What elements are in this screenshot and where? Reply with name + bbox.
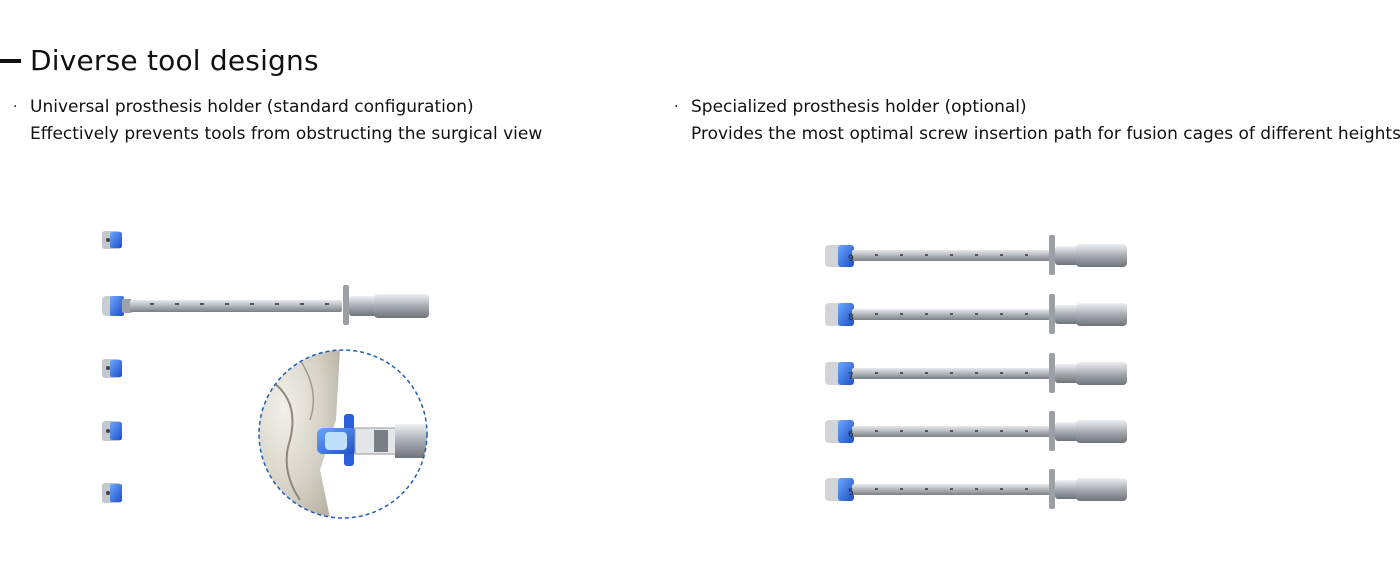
cage-tip-4 bbox=[102, 483, 122, 503]
specialized-holder-3 bbox=[825, 353, 1127, 393]
specialized-holder-1 bbox=[825, 235, 1127, 275]
specialized-holder-2 bbox=[825, 294, 1127, 334]
title-accent-bar bbox=[0, 59, 21, 63]
page-title: Diverse tool designs bbox=[30, 44, 319, 77]
size-label-9: 9 bbox=[848, 254, 854, 264]
size-label-6: 6 bbox=[848, 430, 854, 440]
specialized-holder-5 bbox=[825, 469, 1127, 509]
universal-holder-benefit: Effectively prevents tools from obstruct… bbox=[30, 124, 543, 144]
cage-tip-3 bbox=[102, 421, 122, 441]
size-label-7: 7 bbox=[848, 372, 854, 382]
specialized-holder-description: · Specialized prosthesis holder (optiona… bbox=[674, 94, 1400, 148]
cage-tip-2 bbox=[102, 359, 122, 378]
specialized-holder-4 bbox=[825, 411, 1127, 451]
universal-holder-description: · Universal prosthesis holder (standard … bbox=[13, 94, 543, 148]
bullet-dot: · bbox=[13, 99, 18, 115]
universal-holder-title: Universal prosthesis holder (standard co… bbox=[30, 97, 474, 117]
magnified-detail bbox=[258, 349, 428, 519]
size-label-5: 5 bbox=[848, 488, 854, 498]
cage-tip-1 bbox=[102, 231, 122, 249]
universal-holder-tool bbox=[102, 285, 429, 325]
specialized-holder-title: Specialized prosthesis holder (optional) bbox=[691, 97, 1027, 117]
size-label-8: 8 bbox=[848, 313, 854, 323]
specialized-holder-benefit: Provides the most optimal screw insertio… bbox=[691, 124, 1400, 144]
bullet-dot: · bbox=[674, 99, 679, 115]
